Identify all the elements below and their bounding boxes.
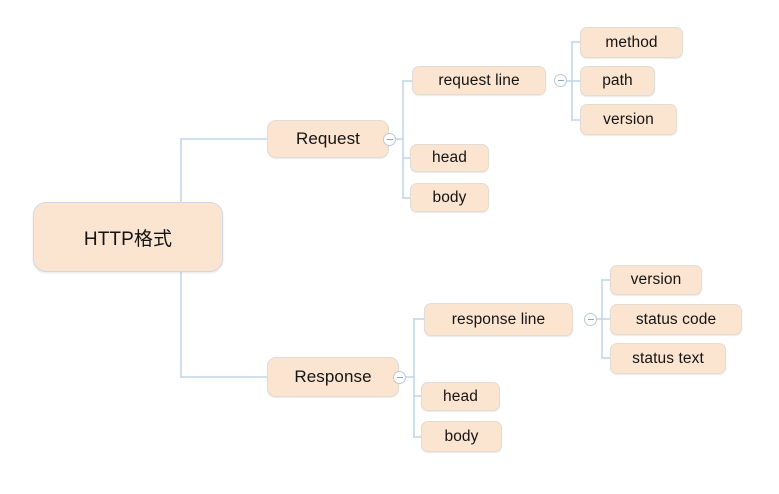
node-response-version-label: version xyxy=(630,271,682,288)
node-method-label: method xyxy=(605,33,658,51)
node-response-body-label: body xyxy=(444,427,479,445)
node-request-line-label: request line xyxy=(438,71,520,89)
node-request-version-label: version xyxy=(603,110,654,128)
node-response-label: Response xyxy=(294,367,372,386)
node-response-line-label: response line xyxy=(451,310,546,328)
node-request-head-label: head xyxy=(432,149,467,166)
node-request[interactable]: Request xyxy=(267,120,389,158)
node-response-version[interactable]: version xyxy=(610,265,702,295)
node-method[interactable]: method xyxy=(580,27,683,58)
node-response-head[interactable]: head xyxy=(421,382,500,411)
node-path[interactable]: path xyxy=(580,66,655,96)
node-status-text-label: status text xyxy=(632,349,704,367)
node-status-text[interactable]: status text xyxy=(610,343,726,374)
node-path-label: path xyxy=(602,72,633,89)
collapse-toggle-request[interactable] xyxy=(383,133,396,146)
root-node[interactable]: HTTP格式 xyxy=(33,202,223,272)
node-request-head[interactable]: head xyxy=(410,144,489,172)
collapse-toggle-response[interactable] xyxy=(393,371,406,384)
node-request-version[interactable]: version xyxy=(580,104,677,135)
node-status-code[interactable]: status code xyxy=(610,304,742,335)
node-response-line[interactable]: response line xyxy=(424,303,573,336)
node-response[interactable]: Response xyxy=(267,357,399,397)
node-response-head-label: head xyxy=(443,387,478,405)
node-status-code-label: status code xyxy=(635,310,717,328)
node-request-body[interactable]: body xyxy=(410,183,489,212)
node-request-line[interactable]: request line xyxy=(412,66,546,95)
node-request-body-label: body xyxy=(432,188,467,206)
collapse-toggle-response-line[interactable] xyxy=(584,313,597,326)
collapse-toggle-request-line[interactable] xyxy=(554,74,567,87)
root-node-label: HTTP格式 xyxy=(83,228,173,250)
node-request-label: Request xyxy=(295,129,361,148)
node-response-body[interactable]: body xyxy=(421,421,502,452)
